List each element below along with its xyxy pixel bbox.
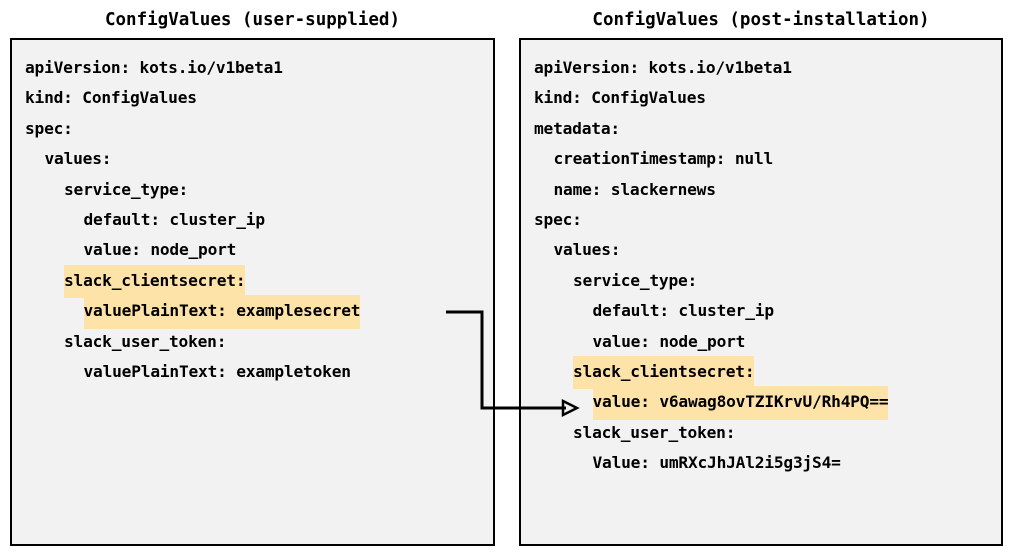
code-line-text: default: cluster_ip [83,209,266,229]
code-line-text: service_type: [64,179,189,199]
code-line: values: [534,234,997,264]
code-line: valuePlainText: exampletoken [25,356,489,386]
code-block-user-supplied: apiVersion: kots.io/v1beta1 kind: ConfigV… [25,52,489,386]
code-line: slack_clientsecret: [534,355,997,390]
code-line-text: apiVersion: kots.io/v1beta1 [534,58,792,77]
panel-box-post-installation: apiVersion: kots.io/v1beta1 kind: ConfigV… [519,38,1003,546]
panel-user-supplied: ConfigValues (user-supplied) apiVersion:… [10,8,495,548]
code-line-text: default: cluster_ip [592,301,775,321]
code-line-text: slack_clientsecret: [573,355,755,390]
code-line-text: kind: ConfigValues [534,88,706,108]
code-line-text: service_type: [573,270,698,290]
code-line: name: slackernews [534,174,997,204]
code-line: apiVersion: kots.io/v1beta1 [25,52,489,82]
code-line-text: metadata: [534,118,620,138]
code-line-text: value: node_port [592,331,746,351]
code-line: valuePlainText: examplesecret [25,295,489,329]
code-line: slack_user_token: [25,326,489,356]
code-line: service_type: [534,265,997,295]
code-line: default: cluster_ip [25,204,489,234]
panel-title-user-supplied: ConfigValues (user-supplied) [104,10,400,30]
code-line: Value: umRXcJhJAl2i5g3jS4= [534,447,997,477]
code-line-text: values: [553,240,621,260]
code-line: kind: ConfigValues [534,82,997,112]
code-line-text: name: slackernews [553,179,716,199]
code-line-text: value: node_port [83,240,237,260]
code-line: kind: ConfigValues [25,82,489,112]
code-line: spec: [25,113,489,143]
panel-post-installation: ConfigValues (post-installation) apiVers… [519,8,1003,548]
code-line-text: slack_user_token: [573,422,736,442]
code-line: slack_user_token: [534,417,997,447]
code-line: default: cluster_ip [534,295,997,325]
code-line: value: node_port [25,234,489,264]
code-line-text: Value: umRXcJhJAl2i5g3jS4= [592,453,841,473]
code-block-post-installation: apiVersion: kots.io/v1beta1 kind: ConfigV… [534,52,997,477]
code-line-text: spec: [25,118,73,138]
code-line: value: v6awag8ovTZIKrvU/Rh4PQ== [534,386,997,420]
code-line: metadata: [534,113,997,143]
code-line: value: node_port [534,326,997,356]
code-line: spec: [534,204,997,234]
code-line-text: slack_clientsecret: [64,264,246,299]
code-line: creationTimestamp: null [534,143,997,173]
code-line-text: spec: [534,209,582,229]
code-line: apiVersion: kots.io/v1beta1 [534,52,997,82]
code-line-text: creationTimestamp: null [553,149,774,169]
code-line-text: kind: ConfigValues [25,88,197,108]
code-line: service_type: [25,174,489,204]
code-line: values: [25,143,489,173]
code-line: slack_clientsecret: [25,264,489,299]
code-line-text: values: [44,149,112,169]
panel-box-user-supplied: apiVersion: kots.io/v1beta1 kind: ConfigV… [10,38,495,546]
code-line-text: slack_user_token: [64,331,227,351]
code-line-text: valuePlainText: exampletoken [83,361,351,381]
code-line-text: valuePlainText: examplesecret [83,295,361,329]
panel-title-post-installation: ConfigValues (post-installation) [592,10,930,30]
code-line-text: value: v6awag8ovTZIKrvU/Rh4PQ== [592,386,889,420]
code-line-text: apiVersion: kots.io/v1beta1 [25,58,283,77]
